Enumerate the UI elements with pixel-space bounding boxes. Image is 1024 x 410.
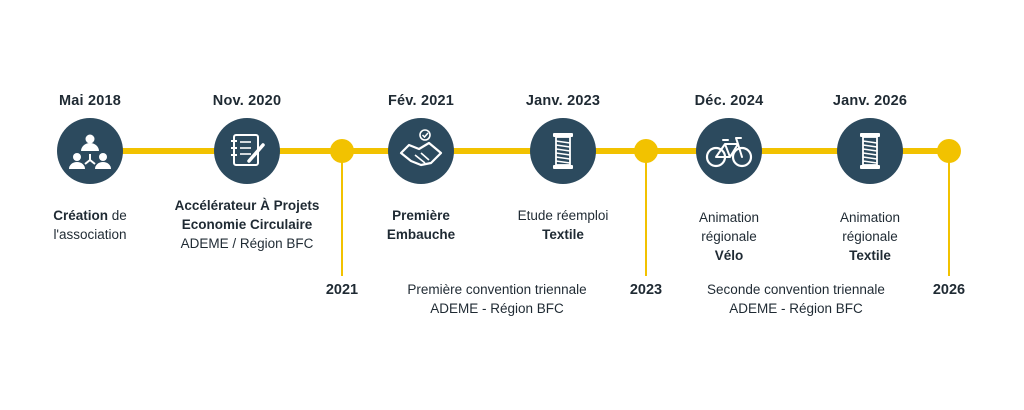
year-label: 2026	[932, 282, 966, 298]
desc-text: l'association	[53, 227, 127, 242]
milestone-node	[214, 118, 280, 184]
convention-label: Première convention triennale ADEME - Ré…	[377, 280, 617, 318]
year-dot	[330, 139, 354, 163]
convention-label: Seconde convention triennale ADEME - Rég…	[676, 280, 916, 318]
year-label: 2021	[325, 282, 359, 298]
desc-text: régionale	[842, 229, 898, 244]
milestone-description: Animation régionale Vélo	[639, 208, 819, 265]
desc-text: Animation	[839, 210, 901, 225]
milestone-node	[837, 118, 903, 184]
milestone-date: Fév. 2021	[387, 93, 455, 109]
desc-text: Animation	[698, 210, 760, 225]
milestone-date: Nov. 2020	[212, 93, 282, 109]
desc-strong: Embauche	[386, 227, 456, 242]
notepad-pen-icon	[231, 134, 265, 166]
milestone-node	[388, 118, 454, 184]
desc-strong: Textile	[849, 248, 891, 263]
convention-title: Seconde convention triennale	[707, 282, 885, 297]
desc-strong: Vélo	[714, 248, 744, 263]
convention-partners: ADEME - Région BFC	[729, 301, 863, 316]
milestone-description: Animation régionale Textile	[780, 208, 960, 265]
milestone-date: Mai 2018	[58, 93, 122, 109]
handshake-icon	[399, 129, 443, 167]
desc-strong: Accélérateur À Projets	[174, 198, 320, 213]
milestone-date: Janv. 2023	[525, 93, 601, 109]
milestone-node	[530, 118, 596, 184]
milestone-date: Janv. 2026	[832, 93, 908, 109]
people-network-icon	[69, 134, 111, 169]
desc-strong: Première	[392, 208, 450, 223]
year-dot	[937, 139, 961, 163]
year-dot	[634, 139, 658, 163]
desc-strong: Textile	[542, 227, 584, 242]
desc-strong: Création	[53, 208, 108, 223]
milestone-node	[696, 118, 762, 184]
milestone-description: Etude réemploi Textile	[473, 206, 653, 244]
bicycle-icon	[705, 137, 753, 168]
year-label: 2023	[629, 282, 663, 298]
desc-text: Etude réemploi	[517, 208, 609, 223]
desc-text: ADEME / Région BFC	[180, 236, 314, 251]
desc-text: régionale	[701, 229, 757, 244]
convention-title: Première convention triennale	[407, 282, 587, 297]
milestone-date: Déc. 2024	[694, 93, 764, 109]
convention-partners: ADEME - Région BFC	[430, 301, 564, 316]
milestone-description: Création de l'association	[0, 206, 180, 244]
milestone-description: Première Embauche	[331, 206, 511, 244]
milestone-description: Accélérateur À Projets Economie Circulai…	[147, 196, 347, 253]
desc-text: de	[107, 208, 127, 223]
desc-strong: Economie Circulaire	[181, 217, 313, 232]
thread-spool-icon	[553, 133, 573, 169]
thread-spool-icon	[860, 133, 880, 169]
